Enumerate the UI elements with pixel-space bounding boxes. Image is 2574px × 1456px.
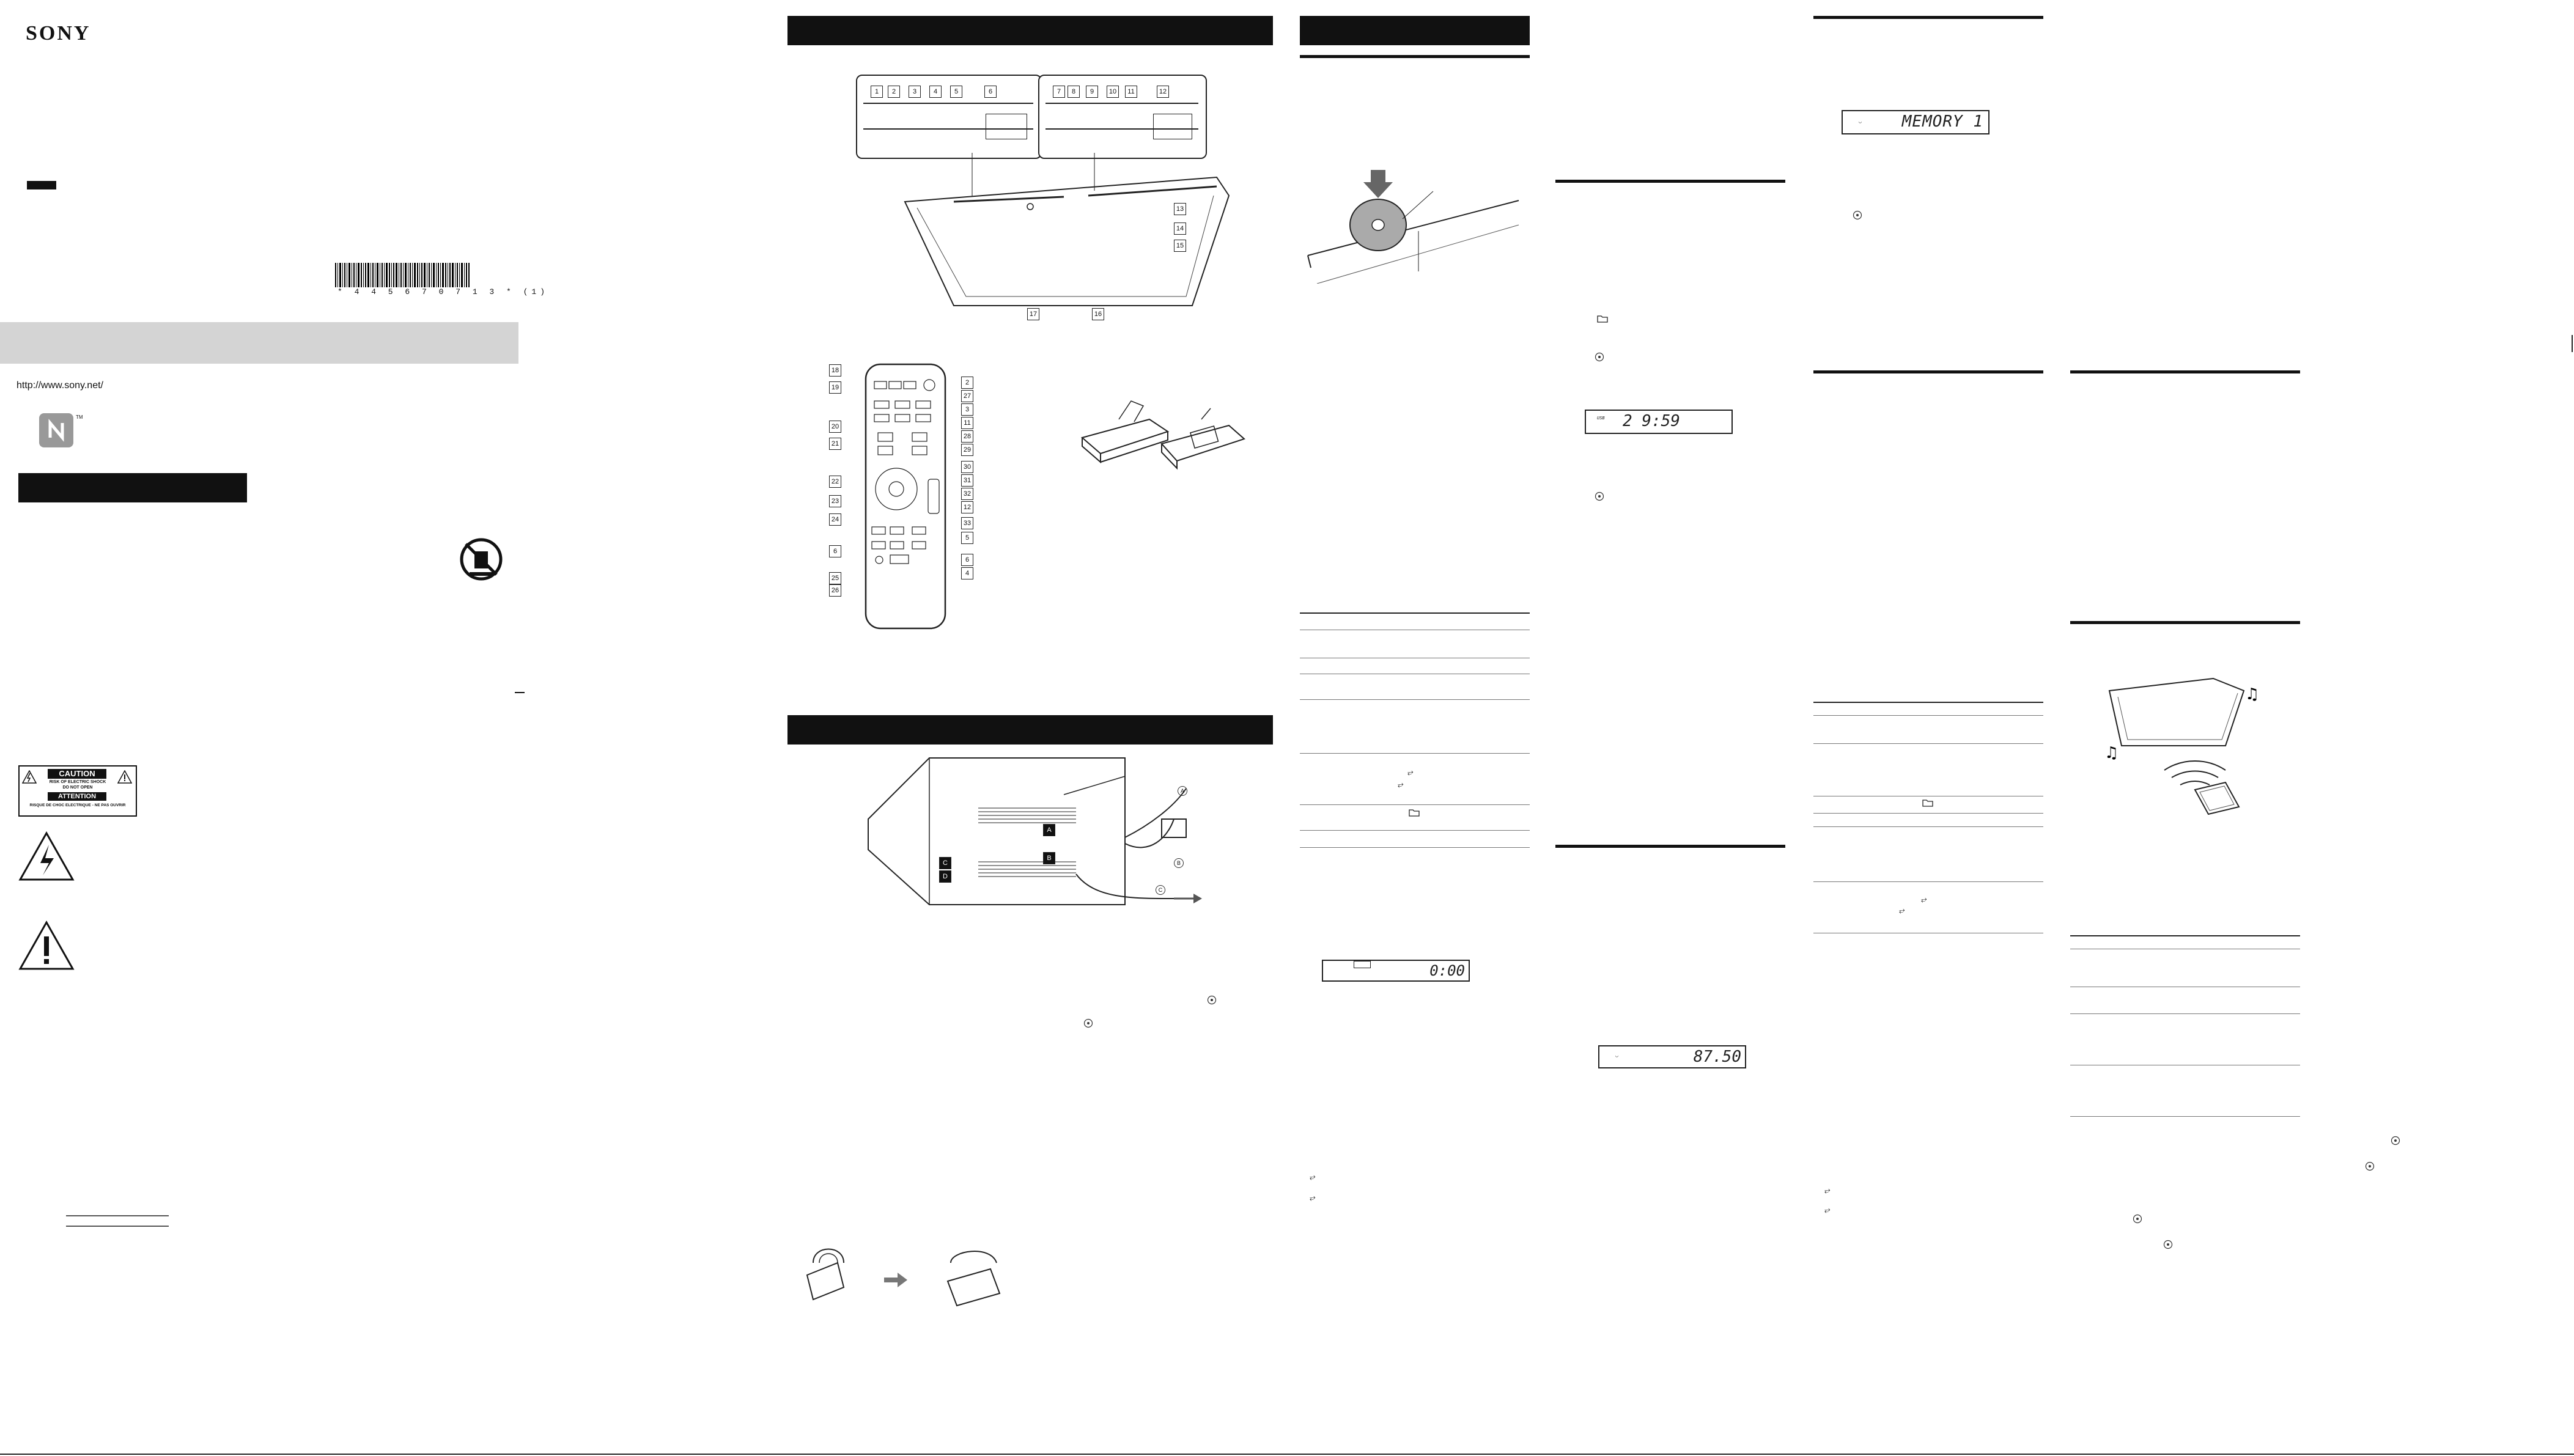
language-tab <box>27 181 56 189</box>
sony-logo: SONY <box>26 22 91 45</box>
note-icon-2 <box>1083 1018 1093 1031</box>
caution-line1: RISK OF ELECTRIC SHOCK <box>49 780 106 784</box>
repeat-icon: ⥂ <box>1310 1172 1316 1181</box>
top-callouts: 1 2 3 4 5 6 <box>871 86 1017 99</box>
repeat-icon: ⥂ <box>1310 1193 1316 1202</box>
right-callouts: 7 8 9 10 11 12 <box>1053 86 1200 99</box>
top-panel-detail-left <box>856 75 1042 159</box>
section-header-parts <box>787 16 1273 45</box>
barcode <box>335 263 470 287</box>
table1-rule-8 <box>1300 847 1530 848</box>
note-icon-1 <box>1207 995 1217 1008</box>
remote-callouts-left: 18 19 20 21 22 23 24 6 25 26 <box>829 363 844 608</box>
section-rule-6a <box>2070 370 2300 373</box>
table2-rule-5 <box>1813 826 2043 827</box>
record-line-2 <box>66 1226 169 1227</box>
rear-label-c: C <box>939 857 951 869</box>
main-unit-drawing <box>904 153 1230 306</box>
page-edge-mark <box>2572 335 2573 352</box>
table1-rule-4 <box>1300 699 1530 700</box>
caution-title: CAUTION <box>48 769 106 779</box>
subsection-rule-cd <box>1300 55 1530 58</box>
repeat-icon: ⥂ <box>1824 1186 1831 1194</box>
svg-text:♫: ♫ <box>2104 744 2119 762</box>
display-counter: 0:00 <box>1322 960 1470 982</box>
table2-rule-1 <box>1813 715 2043 716</box>
note-icon <box>2391 1136 2400 1149</box>
title-band <box>0 322 518 364</box>
exclamation-warning-icon <box>18 920 75 974</box>
top-panel-detail-right <box>1038 75 1207 159</box>
table2-rule-2 <box>1813 743 2043 744</box>
repeat-icon: ⥂ <box>1398 780 1404 789</box>
antenna-label-a: A <box>1178 786 1187 796</box>
section-rule-presets <box>1813 16 2043 19</box>
antenna-label-b: B <box>1174 858 1184 868</box>
repeat-icon: ⥂ <box>1824 1205 1831 1214</box>
repeat-icon: ⥂ <box>1407 768 1414 776</box>
dash-mark <box>515 692 525 693</box>
nfc-trademark: TM <box>76 414 83 420</box>
warning-header <box>18 473 247 502</box>
attention-title: ATTENTION <box>48 792 106 801</box>
section-rule-nfc <box>2070 621 2300 624</box>
table1-rule-5 <box>1300 753 1530 754</box>
lightning-warning-icon <box>18 831 75 884</box>
table3-rule-3 <box>2070 1013 2300 1014</box>
note-icon <box>1853 210 1862 223</box>
folder-icon <box>1409 808 1420 820</box>
table2-rule-4 <box>1813 813 2043 814</box>
remote-control-drawing <box>865 363 946 630</box>
folder-icon <box>1922 798 1933 810</box>
rear-label-a: A <box>1043 824 1055 836</box>
rear-connection-drawing <box>868 757 1202 905</box>
note-icon <box>2163 1240 2173 1252</box>
section-header-cd <box>1300 16 1530 45</box>
cd-insertion-drawing <box>1307 170 1519 284</box>
caution-label: CAUTION RISK OF ELECTRIC SHOCK DO NOT OP… <box>18 765 137 817</box>
section-rule-tuner <box>1555 845 1785 848</box>
website-url[interactable]: http://www.sony.net/ <box>17 380 103 391</box>
display-track-time: USB 2 9:59 <box>1585 410 1733 434</box>
note-icon <box>1595 352 1604 365</box>
table2-rule-top <box>1813 702 2043 703</box>
note-icon <box>2365 1161 2375 1174</box>
caution-line3: RISQUE DE CHOC ELECTRIQUE - NE PAS OUVRI… <box>29 803 126 807</box>
note-icon <box>2133 1214 2142 1227</box>
section-header-connections <box>787 715 1273 745</box>
caution-line2: DO NOT OPEN <box>62 785 93 790</box>
section-rule-usb <box>1555 180 1785 183</box>
fold-line <box>0 1454 2574 1455</box>
table1-rule-7 <box>1300 830 1530 831</box>
display-memory: ◡ MEMORY 1 <box>1842 110 1990 134</box>
table3-rule-top <box>2070 935 2300 936</box>
nfc-logo <box>39 413 73 447</box>
barcode-number: * 4 4 5 6 7 0 7 1 3 * (1) <box>337 287 549 296</box>
record-line-1 <box>66 1215 169 1216</box>
folder-icon <box>1597 314 1608 326</box>
table1-rule-top <box>1300 612 1530 614</box>
side-callouts: 13 14 15 16 17 <box>1027 202 1211 324</box>
nfc-touch-drawing: ♫ ♫ <box>2104 677 2259 815</box>
rear-label-b: B <box>1043 852 1055 864</box>
rear-label-d: D <box>939 870 951 883</box>
note-icon <box>1595 491 1604 504</box>
section-rule-bluetooth <box>1813 370 2043 373</box>
table2-rule-6 <box>1813 881 2043 882</box>
loop-antenna-assembly <box>806 1248 1001 1307</box>
table3-rule-5 <box>2070 1116 2300 1117</box>
antenna-label-c: C <box>1156 885 1165 895</box>
repeat-icon: ⥂ <box>1921 895 1927 903</box>
svg-text:♫: ♫ <box>2245 685 2259 704</box>
recycle-symbol-icon <box>460 538 503 581</box>
display-frequency: ◡ 87.50 <box>1598 1045 1746 1068</box>
repeat-icon: ⥂ <box>1899 906 1905 914</box>
battery-insertion-drawing <box>1080 400 1245 470</box>
remote-callouts-right: 2 27 3 11 28 29 30 31 32 12 33 5 6 4 <box>961 377 976 584</box>
table1-rule-6 <box>1300 804 1530 805</box>
